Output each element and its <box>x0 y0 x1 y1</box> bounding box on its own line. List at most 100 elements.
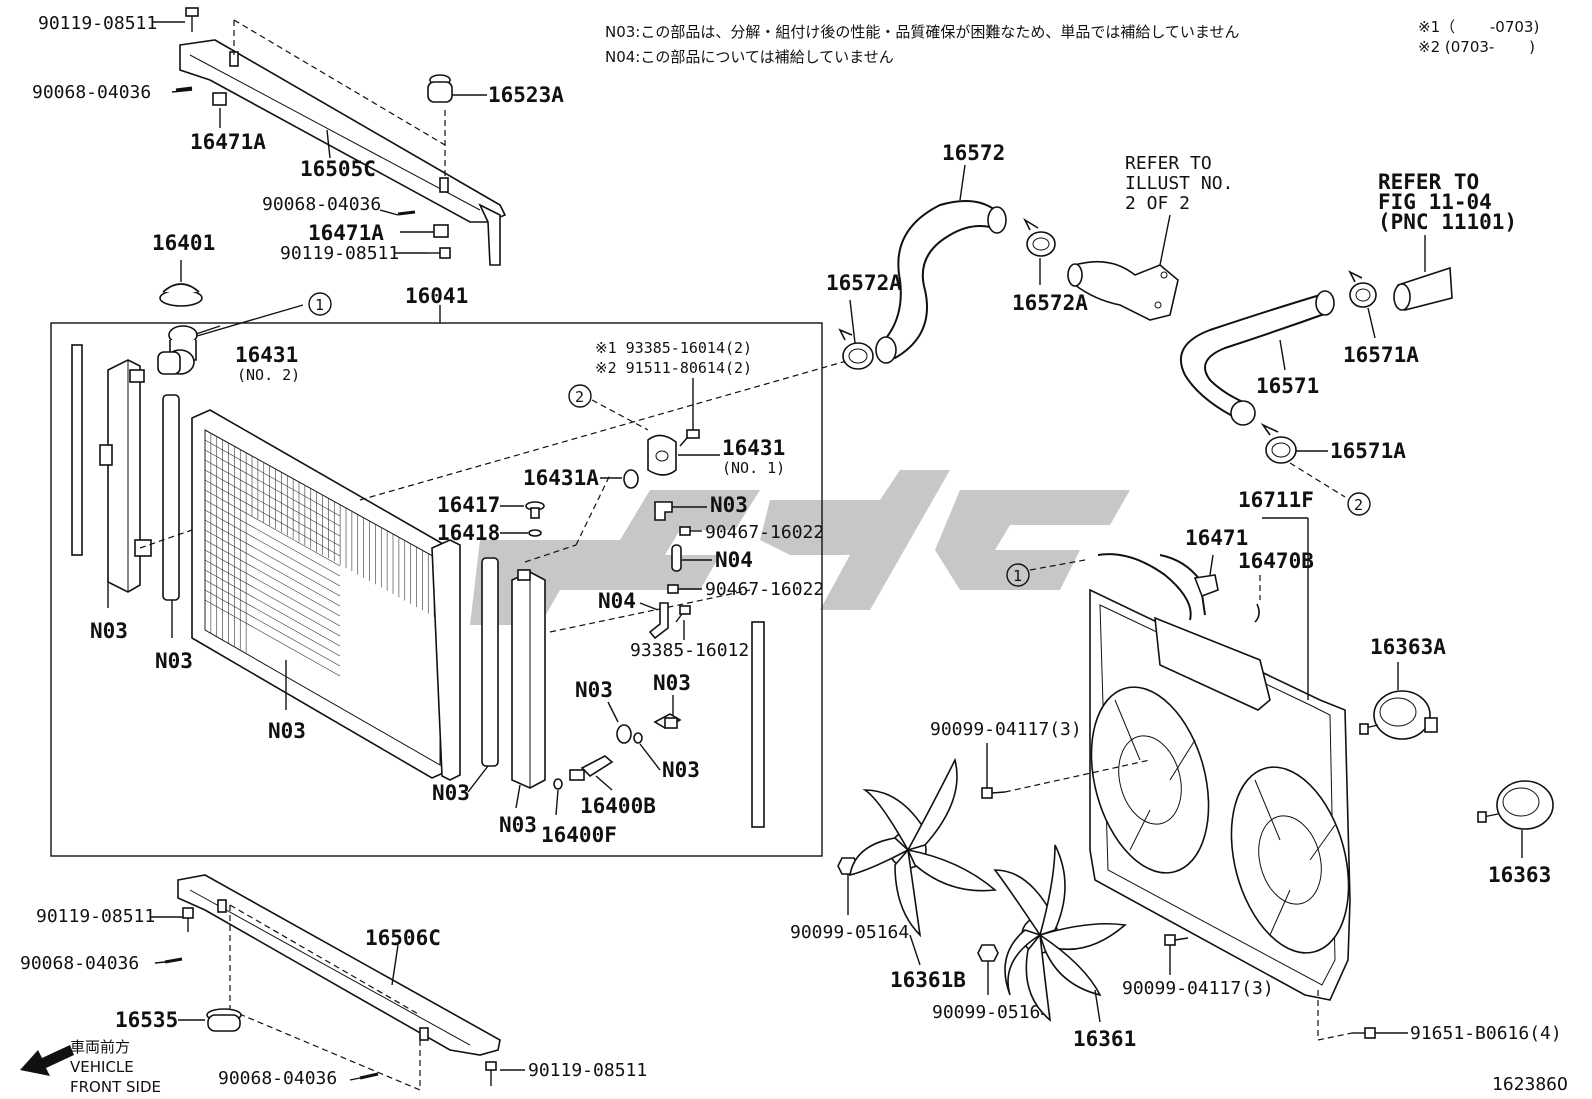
right-tank[interactable] <box>511 569 546 789</box>
right-gasket[interactable] <box>481 557 499 767</box>
bolt-91651-b0616[interactable] <box>1352 1027 1376 1039</box>
label-n03-core[interactable]: N03 <box>268 719 306 743</box>
mount-cushion-16523a[interactable] <box>427 74 453 103</box>
label-16361[interactable]: 16361 <box>1073 1027 1136 1051</box>
bolt-93385-16012[interactable] <box>675 605 691 623</box>
label-16363[interactable]: 16363 <box>1488 863 1551 887</box>
label-90068-04036-mid[interactable]: 90068-04036 <box>262 194 381 215</box>
label-91511-80614[interactable]: ※2 91511-80614(2) <box>595 359 752 377</box>
fan-shroud-16711f[interactable] <box>1072 588 1367 1001</box>
label-16572a-left[interactable]: 16572A <box>826 271 902 295</box>
label-16401[interactable]: 16401 <box>152 231 215 255</box>
bolt-90119-lower-left[interactable] <box>182 907 194 932</box>
label-n04-pipe[interactable]: N04 <box>598 589 636 613</box>
drain-cock-16417[interactable] <box>525 501 545 519</box>
mount-cushion-16535[interactable] <box>206 1008 242 1032</box>
label-93385-16012[interactable]: 93385-16012 <box>630 640 749 661</box>
label-90119-08511-mid[interactable]: 90119-08511 <box>280 243 399 264</box>
fan-motor-16363a[interactable] <box>1359 690 1438 740</box>
screw-90099-04117-top[interactable] <box>981 787 1006 799</box>
label-90099-04117-bottom[interactable]: 90099-04117(3) <box>1122 978 1274 999</box>
upper-support-16505c[interactable] <box>179 39 507 266</box>
gasket-16418[interactable] <box>528 529 542 537</box>
reservoir-cap-16471[interactable] <box>1193 574 1219 598</box>
hose-clamp-16571a-bottom[interactable] <box>1260 423 1297 464</box>
o-ring-n03-b[interactable] <box>633 732 643 744</box>
label-16572[interactable]: 16572 <box>942 141 1005 165</box>
radiator-cap[interactable] <box>159 283 203 307</box>
label-n03-oring-a[interactable]: N03 <box>575 678 613 702</box>
clip-16470b[interactable] <box>1254 603 1260 623</box>
outlet-neck-16431[interactable] <box>647 434 677 476</box>
label-16711f[interactable]: 16711F <box>1238 488 1314 512</box>
fan-motor-16363[interactable] <box>1477 780 1554 830</box>
nut-90099-05164-right[interactable] <box>977 944 999 962</box>
label-16571[interactable]: 16571 <box>1256 374 1319 398</box>
radiator-inlet-neck[interactable] <box>157 325 221 375</box>
right-seal-strip[interactable] <box>751 621 765 828</box>
label-16431-no2[interactable]: 16431 <box>235 343 298 367</box>
label-16470b[interactable]: 16470B <box>1238 549 1314 573</box>
label-16571a-top[interactable]: 16571A <box>1343 343 1419 367</box>
label-16363a[interactable]: 16363A <box>1370 635 1446 659</box>
clip-16471a-mid[interactable] <box>433 224 449 238</box>
label-90068-04036-lower-left[interactable]: 90068-04036 <box>20 953 139 974</box>
label-90467-16022-b[interactable]: 90467-16022 <box>705 579 824 600</box>
label-16505c[interactable]: 16505C <box>300 157 376 181</box>
label-n03-plug[interactable]: N03 <box>653 671 691 695</box>
label-16041[interactable]: 16041 <box>405 284 468 308</box>
fan-16361b[interactable] <box>849 757 997 938</box>
label-90467-16022-a[interactable]: 90467-16022 <box>705 522 824 543</box>
label-16400f[interactable]: 16400F <box>541 823 617 847</box>
label-16523a[interactable]: 16523A <box>488 83 564 107</box>
lower-hose-16571[interactable] <box>1180 290 1335 426</box>
label-16535[interactable]: 16535 <box>115 1008 178 1032</box>
left-seal-strip[interactable] <box>71 344 83 556</box>
upper-hose-16572[interactable] <box>875 200 1007 364</box>
water-outlet-refer[interactable] <box>1067 260 1179 321</box>
bolt-90119-top[interactable] <box>185 7 199 32</box>
label-n04-hose[interactable]: N04 <box>715 548 753 572</box>
bolt-93385[interactable] <box>679 429 700 447</box>
clip-90467-a[interactable] <box>679 526 691 536</box>
clip-16471a-top[interactable] <box>212 92 227 106</box>
label-91651-b0616[interactable]: 91651-B0616(4) <box>1410 1023 1562 1044</box>
left-gasket[interactable] <box>162 394 180 601</box>
hose-clamp-16572a-right[interactable] <box>1023 217 1056 257</box>
radiator-core[interactable] <box>191 409 461 781</box>
bolt-90119-mid[interactable] <box>428 247 451 259</box>
label-16471a-top[interactable]: 16471A <box>190 130 266 154</box>
label-93385-16014[interactable]: ※1 93385-16014(2) <box>595 339 752 357</box>
pipe-n04[interactable] <box>648 602 669 640</box>
label-n03-right-gasket[interactable]: N03 <box>432 781 470 805</box>
label-n03-right-tank[interactable]: N03 <box>499 813 537 837</box>
drain-plug-n03[interactable] <box>653 713 682 729</box>
bolt-90119-lower-right[interactable] <box>485 1061 497 1086</box>
hose-n04[interactable] <box>671 544 682 572</box>
label-16572a-right[interactable]: 16572A <box>1012 291 1088 315</box>
label-16400b[interactable]: 16400B <box>580 794 656 818</box>
label-16418[interactable]: 16418 <box>437 521 500 545</box>
label-90099-05164-right[interactable]: 90099-05164 <box>932 1002 1051 1023</box>
fan-16361[interactable] <box>993 844 1127 1022</box>
label-n03-left-gasket[interactable]: N03 <box>155 649 193 673</box>
label-16431-no1[interactable]: 16431 <box>722 436 785 460</box>
clip-90467-b[interactable] <box>667 584 679 594</box>
hose-clamp-16571a-top[interactable] <box>1348 270 1377 308</box>
label-90068-04036-lower-right[interactable]: 90068-04036 <box>218 1068 337 1089</box>
label-n03-left-tank[interactable]: N03 <box>90 619 128 643</box>
label-90068-04036-top[interactable]: 90068-04036 <box>32 82 151 103</box>
label-90119-08511-lower-right[interactable]: 90119-08511 <box>528 1060 647 1081</box>
screw-90099-04117-bottom[interactable] <box>1164 934 1189 946</box>
label-90119-08511-lower-left[interactable]: 90119-08511 <box>36 906 155 927</box>
label-16431a[interactable]: 16431A <box>523 466 599 490</box>
o-ring-n03-a[interactable] <box>616 724 632 744</box>
label-16506c[interactable]: 16506C <box>365 926 441 950</box>
label-90099-05164-left[interactable]: 90099-05164 <box>790 922 909 943</box>
left-tank[interactable] <box>99 359 152 593</box>
label-16361b[interactable]: 16361B <box>890 968 966 992</box>
label-16471a-mid[interactable]: 16471A <box>308 221 384 245</box>
label-16471[interactable]: 16471 <box>1185 526 1248 550</box>
reservoir-hose[interactable] <box>1097 553 1192 621</box>
label-16571a-bottom[interactable]: 16571A <box>1330 439 1406 463</box>
